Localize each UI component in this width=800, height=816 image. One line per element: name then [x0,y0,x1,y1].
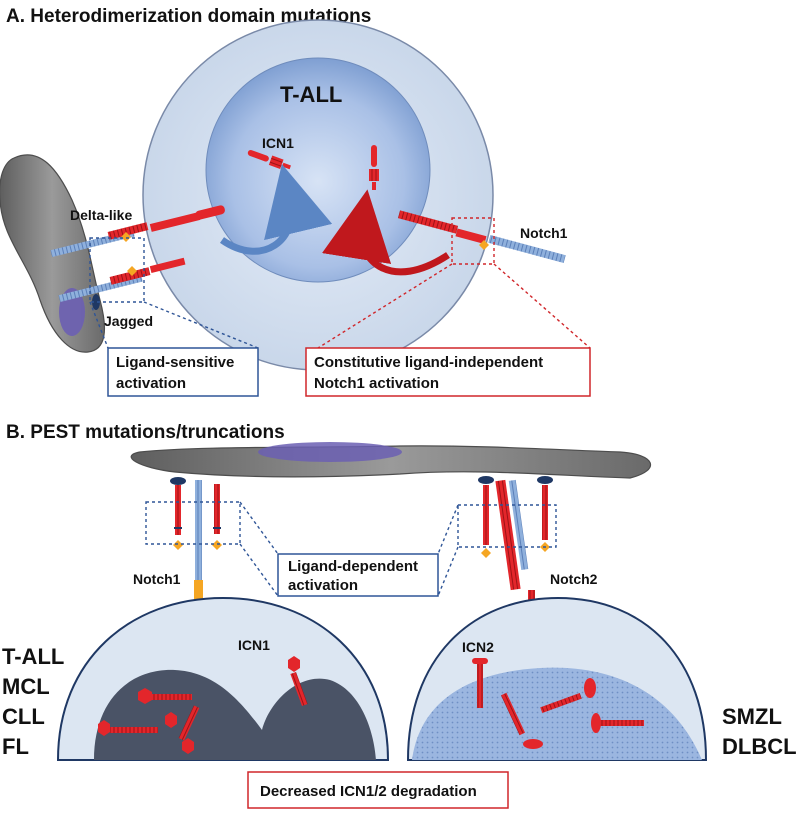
delta-notch-complex [50,205,225,258]
degradation-box [247,771,509,809]
nuclear-entry-arrow-blue [219,163,333,255]
leader-ld-3 [437,504,459,555]
section-b-title: B. PEST mutations/truncations [6,422,285,443]
icn2-fragments-b [472,658,644,749]
constitutive-line2: Notch1 activation [314,375,439,392]
nuclear-entry-arrow-red [322,189,450,276]
notch1-receptor-a [397,210,566,263]
ligand-sensitive-line2: activation [116,375,186,392]
ligand-dependent-zone-left [145,501,241,545]
ligand-sensitive-box [107,347,259,397]
left-disease-3: CLL [2,704,45,729]
ligand-sensitive-zone [89,237,145,303]
constitutive-box [305,347,591,397]
notch1-label-b: Notch1 [133,571,181,587]
left-disease-2: MCL [2,674,50,699]
ligand-dependent-line1: Ligand-dependent [288,558,418,575]
leader-blue-2 [143,301,259,349]
jagged-label: Jagged [104,313,153,329]
jagged-notch-complex [58,257,186,310]
section-a-title: A. Heterodimerization domain mutations [6,6,371,27]
left-disease-4: FL [2,734,29,759]
notch1-label-a: Notch1 [520,225,568,241]
icn1-fragments-b [98,656,308,754]
icn1-label-a: ICN1 [262,135,294,151]
leader-blue-1 [89,301,109,349]
t-all-label: T-ALL [280,82,342,107]
leader-red-2 [493,263,591,349]
delta-like-label: Delta-like [70,207,132,223]
leader-ld-4 [437,546,459,597]
target-cell-right-nucleus [412,667,702,760]
target-cell-left-nucleus [94,669,376,760]
notch2-label-b: Notch2 [550,571,598,587]
right-disease-2: DLBCL [722,734,797,759]
ligand-sensitive-line1: Ligand-sensitive [116,354,234,371]
left-disease-1: T-ALL [2,644,64,669]
degradation-label: Decreased ICN1/2 degradation [260,783,477,800]
right-disease-1: SMZL [722,704,782,729]
leader-red-1 [317,263,453,349]
icn1-label-b: ICN1 [238,637,270,653]
constitutive-zone [451,217,495,265]
presenting-cell-top-nucleus [258,442,402,462]
leader-ld-1 [239,501,279,555]
ligand-dependent-box [277,553,439,597]
icn2-label-b: ICN2 [462,639,494,655]
ligand-dependent-zone-right [457,504,557,548]
leader-ld-2 [239,543,279,597]
ligand-dependent-line2: activation [288,577,358,594]
constitutive-line1: Constitutive ligand-independent [314,354,543,371]
